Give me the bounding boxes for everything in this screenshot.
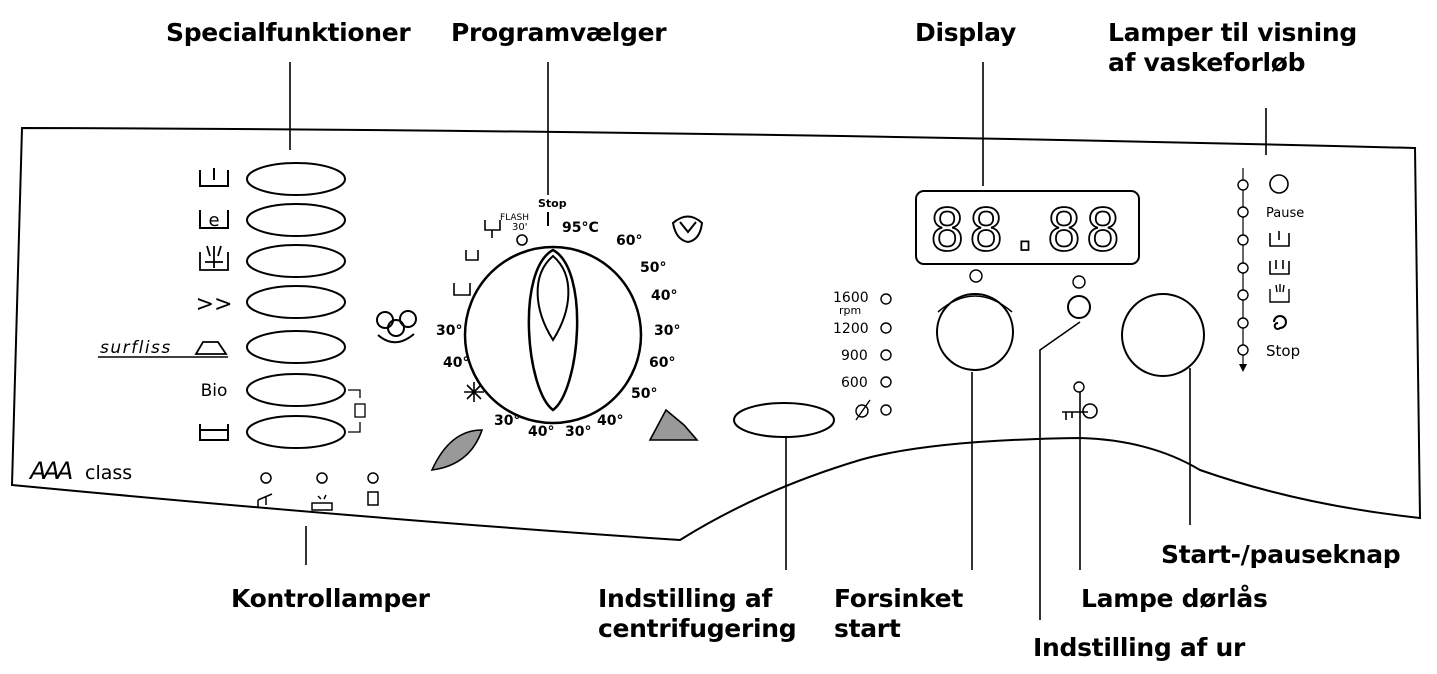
door-lock-lamp xyxy=(367,472,379,484)
cotton-flower-icon xyxy=(671,215,704,244)
leader-lines xyxy=(289,62,1267,620)
dial-temp-30d: 30° xyxy=(436,323,462,339)
spin-setting-button[interactable] xyxy=(733,402,835,438)
dial-temps: 95°C 60° 50° 40° 30° 60° 50° 40° 30° 40°… xyxy=(436,220,680,440)
delicate-leaf-icon xyxy=(430,429,484,471)
clock-setting-button[interactable] xyxy=(1067,295,1091,319)
dial-pointer xyxy=(527,248,579,412)
special-button-4[interactable] xyxy=(246,285,346,319)
water-lamp xyxy=(260,472,272,484)
dial-temp-50b: 50° xyxy=(631,386,657,402)
lamp-pause: Pause xyxy=(1266,206,1304,221)
easy-iron-label: surfliss xyxy=(100,338,172,358)
program-dial[interactable] xyxy=(463,245,643,425)
brand-aaa: AAA xyxy=(28,457,72,485)
drain-spin-icon xyxy=(484,220,501,238)
tap-icon xyxy=(257,493,273,508)
dial-temp-40a: 40° xyxy=(651,288,677,304)
rinse-icon xyxy=(516,234,528,246)
speed-rpm: rpm xyxy=(839,304,861,317)
dial-temp-40c: 40° xyxy=(528,424,554,440)
prewash-icon xyxy=(199,168,229,187)
snowflake-icon xyxy=(464,382,484,402)
speed-1600: 1600 xyxy=(833,290,869,306)
special-functions: e >> surfliss Bio xyxy=(98,162,366,449)
dial-pointer-inner xyxy=(536,254,570,342)
dial-flash-1: FLASH xyxy=(500,213,529,223)
dial-temp-60a: 60° xyxy=(616,233,642,249)
label-display: Display xyxy=(915,18,1016,47)
dial-temp-50a: 50° xyxy=(640,260,666,276)
spin-speed-lamps: 1600 rpm 1200 900 600 xyxy=(833,290,892,421)
label-kontrollamper: Kontrollamper xyxy=(231,584,430,613)
delay-start-knob[interactable] xyxy=(936,293,1014,371)
label-forsinket-start: Forsinket start xyxy=(834,584,963,643)
dial-temp-95: 95°C xyxy=(562,220,599,236)
progress-lamps: Pause Stop xyxy=(1237,168,1304,372)
drum-icon xyxy=(376,310,417,344)
label-lampe-dorlas: Lampe dørlås xyxy=(1081,584,1268,613)
drain-icon xyxy=(199,424,229,441)
dial-temp-60b: 60° xyxy=(649,355,675,371)
label-indstilling-centrifugering: Indstilling af centrifugering xyxy=(598,584,797,643)
dial-temp-30c: 30° xyxy=(494,413,520,429)
lock-icon xyxy=(367,491,379,506)
label-start-pauseknap: Start-/pauseknap xyxy=(1161,540,1401,569)
dial-temp-30a: 30° xyxy=(654,323,680,339)
brand-class: class xyxy=(85,462,132,484)
special-button-2[interactable] xyxy=(246,203,346,237)
control-lamps xyxy=(257,472,379,511)
soak-icon xyxy=(453,283,471,296)
display-digits: 88.88 xyxy=(930,196,1125,264)
wash-lamp-icon xyxy=(1269,260,1290,275)
extra-rinse-icon xyxy=(199,245,229,271)
door-lock-indicator xyxy=(1073,381,1085,393)
spin-lamp-icon xyxy=(1273,315,1287,330)
speed-900: 900 xyxy=(841,348,868,364)
digital-display xyxy=(915,190,1140,265)
wool-icon xyxy=(648,408,699,441)
timer-icon xyxy=(1269,174,1289,194)
delay-timer-icon xyxy=(969,269,983,283)
lamp-stop: Stop xyxy=(1266,342,1300,360)
label-programvaelger: Programvælger xyxy=(451,18,667,47)
key-icon xyxy=(1062,403,1098,420)
lock-bracket xyxy=(348,389,361,433)
rinse-lamp-icon xyxy=(1269,284,1290,303)
dial-temp-40b: 40° xyxy=(597,413,623,429)
dial-flash-2: 30' xyxy=(512,222,527,233)
dial-temp-30b: 30° xyxy=(565,424,591,440)
delay-arrow xyxy=(937,295,1013,313)
label-lamper: Lamper til visning af vaskeforløb xyxy=(1108,18,1357,77)
special-button-7[interactable] xyxy=(246,415,346,449)
small-lock-icon xyxy=(354,403,366,418)
no-spin-icon xyxy=(855,399,871,421)
fast-icon: >> xyxy=(196,292,233,317)
iron-icon xyxy=(194,341,228,355)
panel-outline xyxy=(10,126,1422,542)
bio-label: Bio xyxy=(201,381,228,401)
dial-icons xyxy=(430,215,704,471)
dial-stop: Stop xyxy=(538,197,567,210)
prewash-lamp-icon xyxy=(1269,231,1290,247)
label-specialfunktioner: Specialfunktioner xyxy=(166,18,411,47)
speed-600: 600 xyxy=(841,375,868,391)
special-button-1[interactable] xyxy=(246,162,346,196)
special-button-3[interactable] xyxy=(246,244,346,278)
label-indstilling-ur: Indstilling af ur xyxy=(1033,633,1245,662)
special-button-5[interactable] xyxy=(246,330,346,364)
spin-icon xyxy=(465,250,479,261)
detergent-icon xyxy=(311,494,333,511)
eco-label: e xyxy=(208,210,219,231)
special-button-6[interactable] xyxy=(246,373,346,407)
speed-1200: 1200 xyxy=(833,321,869,337)
dial-temp-40d: 40° xyxy=(443,355,469,371)
detergent-lamp xyxy=(316,472,328,484)
brand-logo: AAA class xyxy=(28,457,132,485)
clock-icon xyxy=(1072,275,1086,289)
eco-tub-icon xyxy=(199,210,229,229)
start-pause-button[interactable] xyxy=(1121,293,1205,377)
